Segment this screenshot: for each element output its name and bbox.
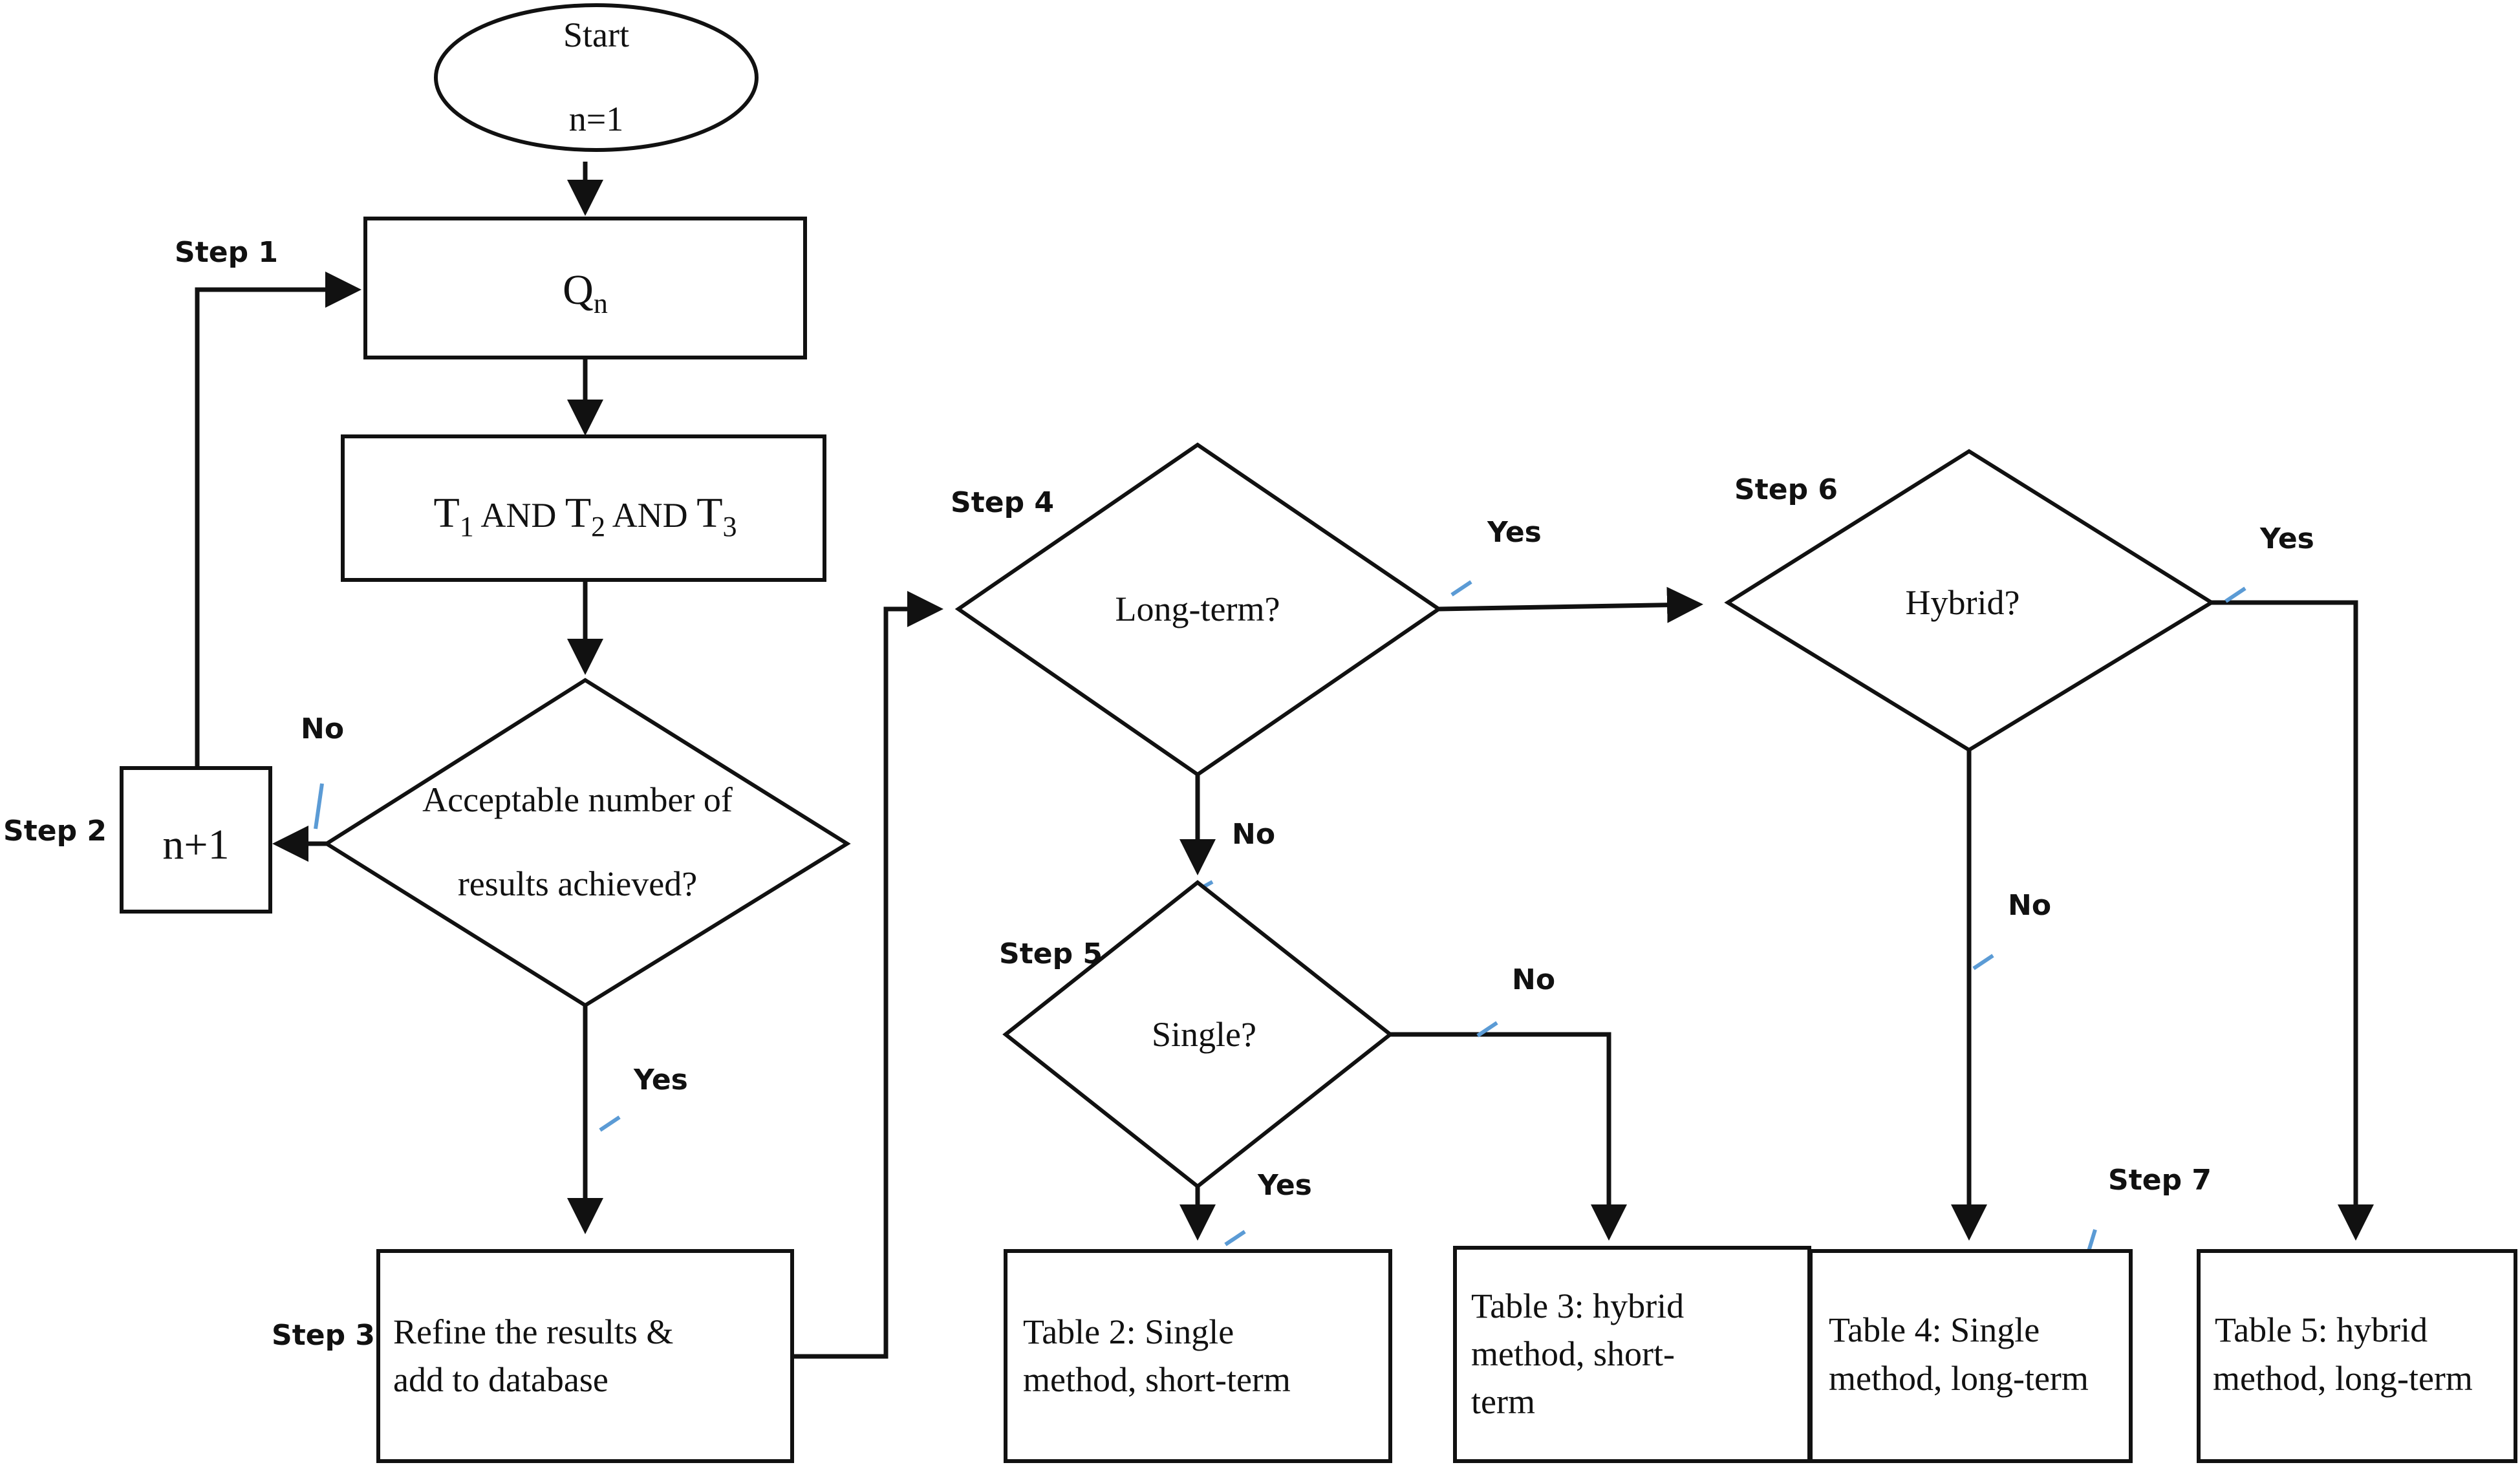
single-yes-label: Yes	[1257, 1169, 1312, 1202]
tick-acceptable-no	[314, 783, 324, 829]
step-5-label: Step 5	[999, 937, 1103, 970]
step-labels: Step 1 Step 2 Step 3 Step 4 Step 5 Step …	[3, 236, 2212, 1352]
terms-label: T1 AND T2 AND T3	[433, 489, 737, 542]
hybrid-decision: Hybrid?	[1724, 449, 2215, 753]
table3-box	[1453, 1246, 1811, 1463]
table4-node: Table 4: Single method, long-term	[1809, 1249, 2133, 1463]
arrow-loop-back-to-query	[195, 272, 361, 768]
step-7-label: Step 7	[2108, 1164, 2212, 1197]
increment-node: n+1	[120, 766, 272, 914]
tick-single-yes	[1224, 1230, 1246, 1246]
terms-box	[341, 434, 826, 582]
acceptable-no-label: No	[301, 712, 344, 745]
terms-node: T1 AND T2 AND T3	[341, 434, 826, 582]
arrow-single-no	[1390, 1032, 1627, 1241]
table5-box	[2197, 1249, 2517, 1463]
table4-box	[1809, 1249, 2133, 1463]
query-node: Qn	[363, 217, 807, 359]
refine-box	[376, 1249, 794, 1463]
tick-acceptable-yes	[599, 1115, 621, 1132]
answer-labels: No Yes Yes No No Yes Yes No	[301, 516, 2314, 1202]
table3-node: Table 3: hybrid method, short- term	[1453, 1246, 1811, 1463]
refine-label-line1: Refine the results &	[393, 1312, 673, 1351]
query-box	[363, 217, 807, 359]
step-6-label: Step 6	[1734, 473, 1838, 506]
tick-step-7	[2087, 1229, 2097, 1252]
increment-box	[120, 766, 272, 914]
refine-label-line2: add to database	[393, 1360, 608, 1399]
table3-label-line2: method, short-	[1471, 1334, 1675, 1373]
tick-long-term-yes	[1450, 580, 1472, 597]
step-2-label: Step 2	[3, 815, 107, 848]
table2-node: Table 2: Single method, short-term	[1004, 1249, 1392, 1463]
step-1-label: Step 1	[175, 236, 278, 269]
table5-node: Table 5: hybrid method, long-term	[2197, 1249, 2517, 1463]
acceptable-label-line1: Acceptable number of	[422, 780, 733, 819]
long-term-diamond	[954, 442, 1443, 777]
arrow-hybrid-yes	[2212, 600, 2374, 1241]
hybrid-no-label: No	[2008, 889, 2051, 922]
start-counter-label: n=1	[569, 100, 623, 138]
single-diamond	[1002, 880, 1394, 1189]
arrow-long-term-yes	[1438, 586, 1703, 623]
start-ellipse	[434, 3, 759, 152]
start-label: Start	[563, 16, 629, 54]
acceptable-decision: Acceptable number of results achieved?	[323, 678, 851, 1008]
acceptable-diamond	[323, 678, 851, 1008]
arrow-refine-to-long-term	[792, 591, 943, 1359]
table5-label-line2: method, long-term	[2213, 1359, 2473, 1398]
tick-single-no	[1476, 1021, 1498, 1038]
long-term-decision: Long-term?	[954, 442, 1443, 777]
step-3-label: Step 3	[272, 1319, 375, 1352]
tick-hybrid-no	[1972, 954, 1994, 970]
table2-box	[1004, 1249, 1392, 1463]
start-node: Start n=1	[434, 3, 759, 152]
acceptable-label-line2: results achieved?	[458, 864, 697, 903]
table2-label-line2: method, short-term	[1023, 1360, 1291, 1399]
table5-label-line1: Table 5: hybrid	[2215, 1310, 2428, 1349]
hybrid-yes-label: Yes	[2259, 522, 2314, 555]
single-decision: Single?	[1002, 880, 1394, 1189]
hybrid-label: Hybrid?	[1906, 583, 2020, 622]
query-label: Qn	[563, 266, 608, 319]
acceptable-yes-label: Yes	[633, 1064, 688, 1096]
hybrid-diamond	[1724, 449, 2215, 753]
table3-label-line3: term	[1471, 1382, 1535, 1421]
refine-node: Refine the results & add to database	[376, 1249, 794, 1463]
long-term-yes-label: Yes	[1487, 516, 1542, 549]
connectors	[195, 162, 2374, 1359]
table2-label-line1: Table 2: Single	[1023, 1312, 1234, 1351]
table3-label-line1: Table 3: hybrid	[1471, 1287, 1684, 1325]
single-label: Single?	[1152, 1015, 1256, 1054]
table4-label-line2: method, long-term	[1829, 1359, 2089, 1398]
step-4-label: Step 4	[951, 486, 1054, 519]
tick-hybrid-yes	[2224, 586, 2246, 603]
long-term-label: Long-term?	[1115, 590, 1280, 628]
table4-label-line1: Table 4: Single	[1829, 1310, 2040, 1349]
increment-label: n+1	[162, 821, 229, 868]
single-no-label: No	[1512, 963, 1555, 996]
long-term-no-label: No	[1232, 818, 1275, 851]
